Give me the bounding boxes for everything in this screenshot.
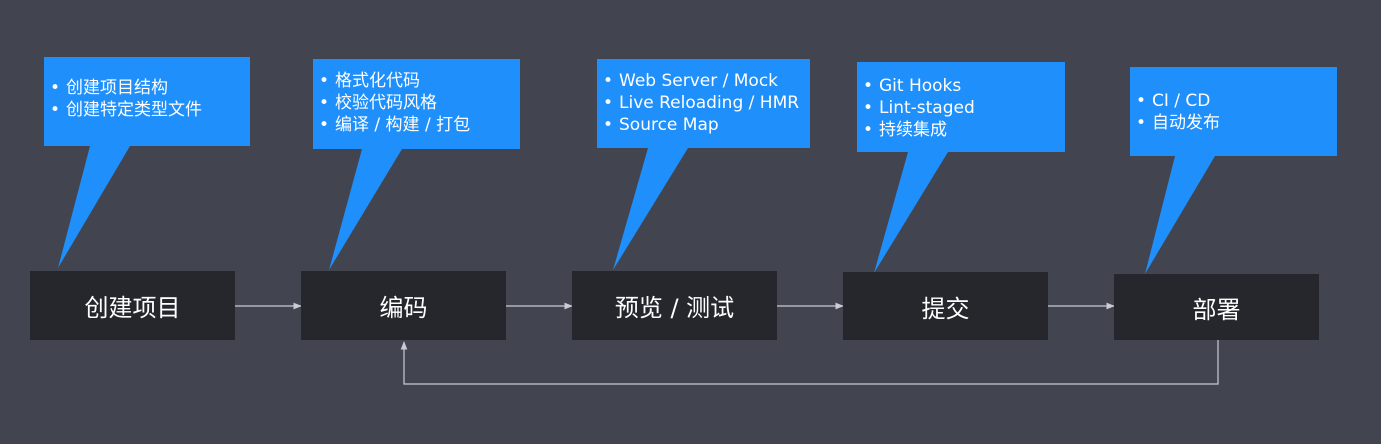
stage-preview-test: 预览 / 测试 — [572, 271, 777, 340]
callout-item: •创建特定类型文件 — [50, 100, 202, 120]
callout-item: •创建项目结构 — [50, 78, 168, 98]
callout-tail-5 — [1145, 156, 1215, 274]
callout-item: •编译 / 构建 / 打包 — [319, 115, 471, 135]
stage-deploy: 部署 — [1114, 274, 1319, 340]
callout-tail-3 — [613, 148, 688, 270]
callout-item: •Lint-staged — [863, 98, 975, 118]
callout-item: •Web Server / Mock — [603, 71, 779, 91]
callout-preview-test: •Web Server / Mock •Live Reloading / HMR… — [597, 59, 810, 148]
stage-create-project: 创建项目 — [30, 271, 235, 340]
callout-create-project: •创建项目结构 •创建特定类型文件 — [44, 57, 250, 146]
callout-tail-2 — [329, 149, 402, 270]
callout-item: •Live Reloading / HMR — [603, 93, 800, 113]
stage-commit: 提交 — [843, 272, 1048, 340]
callout-commit: •Git Hooks •Lint-staged •持续集成 — [857, 62, 1065, 152]
callout-tail-1 — [58, 146, 130, 268]
callout-deploy: •CI / CD •自动发布 — [1130, 67, 1337, 156]
stage-coding: 编码 — [301, 271, 506, 340]
callout-coding: •格式化代码 •校验代码风格 •编译 / 构建 / 打包 — [313, 59, 520, 149]
callout-item: •自动发布 — [1136, 113, 1220, 133]
callout-item: •Git Hooks — [863, 76, 962, 96]
callout-item: •格式化代码 — [319, 71, 420, 91]
callout-item: •CI / CD — [1136, 91, 1211, 111]
loop-back-arrow — [400, 340, 1219, 385]
callout-item: •校验代码风格 — [319, 93, 437, 113]
callout-tail-4 — [874, 152, 948, 273]
callout-item: •Source Map — [603, 115, 719, 135]
callout-item: •持续集成 — [863, 120, 947, 140]
